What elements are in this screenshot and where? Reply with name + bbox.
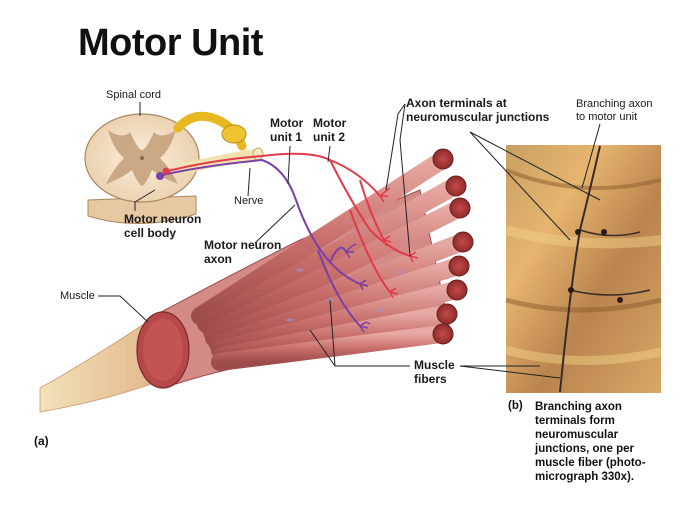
- motor-unit-1-terminals: [345, 243, 371, 333]
- motor-neuron-cell-body-label: Motor neuron cell body: [124, 212, 202, 240]
- motor-unit-2-axon: [261, 152, 411, 293]
- panel-b-caption: Branching axon terminals form neuromuscu…: [535, 401, 646, 483]
- page-title: Motor Unit: [78, 22, 263, 64]
- leader-lines: [98, 102, 601, 379]
- muscle-fibers: [191, 148, 474, 371]
- motor-unit-1-label: Motor unit 1: [270, 116, 304, 144]
- motor-neuron-axon-label: Motor neuron axon: [204, 238, 282, 266]
- axon-terminals-label: Axon terminals at neuromuscular junction…: [406, 96, 550, 124]
- branching-axon-label: Branching axon to motor unit: [576, 98, 653, 123]
- motor-neuron-cell-body: [156, 172, 164, 180]
- spinal-cord-label: Spinal cord: [106, 89, 162, 101]
- motor-neuron-cell-body-2: [162, 167, 170, 175]
- nerve-label: Nerve: [234, 195, 264, 207]
- motor-unit-2-label: Motor unit 2: [313, 116, 347, 144]
- muscle-label: Muscle: [60, 290, 95, 302]
- panel-a-label: (a): [34, 434, 49, 448]
- panel-b-label: (b): [508, 400, 523, 412]
- motor-unit-2-terminals: [379, 187, 419, 299]
- motor-unit-1-axon: [261, 159, 361, 327]
- motor-neuron-axon-2-proximal: [163, 155, 263, 173]
- muscle-fibers-label: Muscle fibers: [414, 358, 455, 386]
- dorsal-root-ganglion: [173, 111, 247, 151]
